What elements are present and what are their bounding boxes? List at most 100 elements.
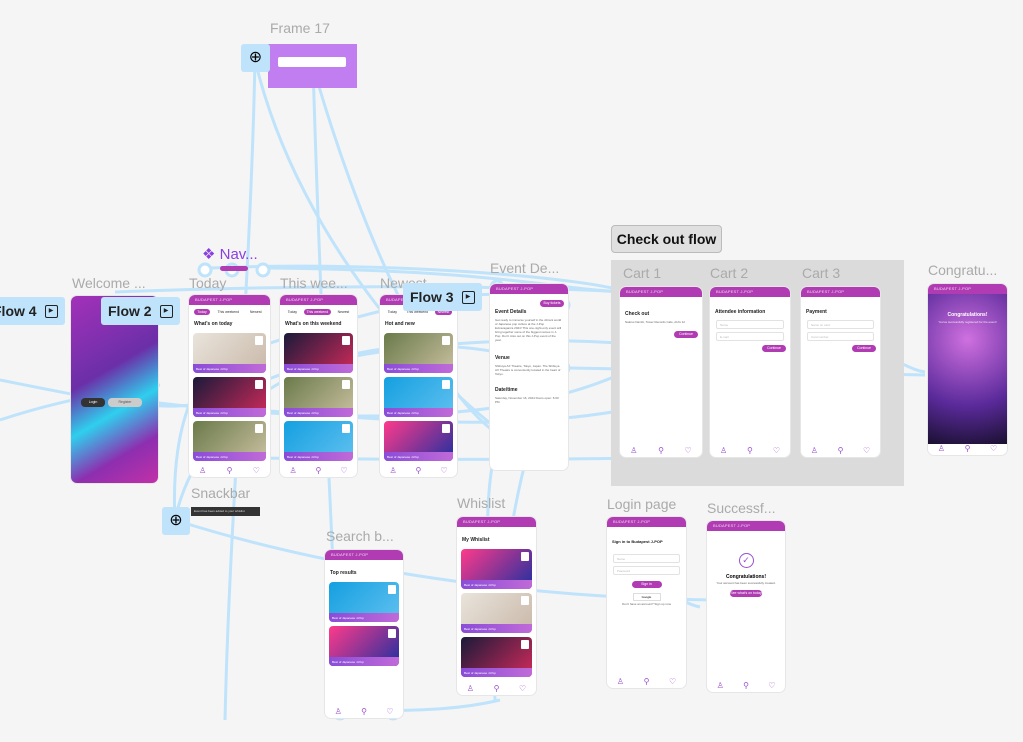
continue-button[interactable]: Continue (674, 331, 698, 338)
profile-icon[interactable]: ♙ (199, 466, 207, 475)
search-icon[interactable]: ⚲ (226, 466, 233, 475)
play-icon: ▶ (44, 304, 58, 318)
email-input[interactable]: E-mail (716, 332, 784, 341)
date-badge (442, 336, 450, 345)
heart-icon[interactable]: ♡ (684, 446, 692, 455)
continue-button[interactable]: Continue (852, 345, 876, 352)
heart-icon[interactable]: ♡ (669, 677, 677, 686)
event-card[interactable]: Best of Japanese J-Pop (193, 333, 266, 373)
login-screen[interactable]: BUDAPEST J-POP Sign in to Budapest J-POP… (607, 517, 686, 688)
heart-icon[interactable]: ♡ (863, 446, 871, 455)
sign-in-button[interactable]: Sign in (631, 581, 662, 588)
tab-0[interactable]: Today (387, 310, 398, 314)
event-card[interactable]: Best of Japanese J-Pop (461, 549, 532, 589)
profile-icon[interactable]: ♙ (630, 446, 638, 455)
heart-icon[interactable]: ♡ (772, 446, 780, 455)
card-name-input[interactable]: Name on card (807, 320, 874, 329)
name-input[interactable]: Name (716, 320, 784, 329)
profile-icon[interactable]: ♙ (616, 677, 624, 686)
login-button[interactable]: Login (81, 398, 105, 407)
event-card[interactable]: Best of Japanese J-Pop (384, 421, 453, 461)
frame-17[interactable] (268, 44, 357, 88)
event-card[interactable]: Best of Japanese J-Pop (284, 377, 353, 417)
flow-start-icon[interactable]: ⊕ (162, 507, 190, 535)
event-card[interactable]: Best of Japanese J-Pop (461, 593, 532, 633)
success-screen[interactable]: BUDAPEST J-POP ✓ Congratulations! Your a… (707, 521, 785, 692)
see-today-button[interactable]: See what's on today (730, 590, 762, 597)
section-heading: Top results (330, 570, 357, 576)
event-card[interactable]: Best of Japanese J-Pop (329, 582, 399, 622)
profile-icon[interactable]: ♙ (810, 446, 818, 455)
search-icon[interactable]: ⚲ (315, 466, 322, 475)
event-card[interactable]: Best of Japanese J-Pop (193, 377, 266, 417)
tab-1[interactable]: This weekend (303, 309, 332, 315)
register-button[interactable]: Register (108, 398, 142, 407)
search-icon[interactable]: ⚲ (837, 446, 844, 455)
congratulations-screen[interactable]: BUDAPEST J-POP Congratulations! You've s… (928, 284, 1007, 455)
search-icon[interactable]: ⚲ (493, 684, 500, 693)
tab-1[interactable]: This weekend (217, 310, 240, 314)
tab-0[interactable]: Today (287, 310, 298, 314)
event-card[interactable]: Best of Japanese J-Pop (384, 377, 453, 417)
profile-icon[interactable]: ♙ (937, 444, 945, 453)
tab-2[interactable]: Newest (249, 310, 262, 314)
card-number-input[interactable]: Card number (807, 332, 874, 341)
app-header: BUDAPEST J-POP (280, 295, 357, 305)
event-card[interactable]: Best of Japanese J-Pop (384, 333, 453, 373)
search-icon[interactable]: ⚲ (964, 444, 971, 453)
search-icon[interactable]: ⚲ (415, 466, 422, 475)
heart-icon[interactable]: ♡ (519, 684, 527, 693)
profile-icon[interactable]: ♙ (716, 681, 724, 690)
flow-3-badge[interactable]: Flow 3▶ (403, 283, 482, 311)
tab-1[interactable]: This weekend (406, 310, 429, 314)
tab-0[interactable]: Today (194, 309, 210, 315)
event-card[interactable]: Best of Japanese J-Pop (193, 421, 266, 461)
profile-icon[interactable]: ♙ (289, 466, 297, 475)
event-card[interactable]: Best of Japanese J-Pop (461, 637, 532, 677)
heart-icon[interactable]: ♡ (440, 466, 448, 475)
heart-icon[interactable]: ♡ (990, 444, 998, 453)
heart-icon[interactable]: ♡ (340, 466, 348, 475)
password-input[interactable]: Password (613, 566, 680, 575)
tab-2[interactable]: Newest (434, 309, 453, 315)
profile-icon[interactable]: ♙ (389, 466, 397, 475)
event-card[interactable]: Best of Japanese J-Pop (329, 626, 399, 666)
frame-label: Cart 1 (623, 265, 662, 281)
search-icon[interactable]: ⚲ (643, 677, 650, 686)
search-icon[interactable]: ⚲ (361, 707, 367, 716)
profile-icon[interactable]: ♙ (334, 707, 342, 716)
flow-start-icon[interactable]: ⊕ (241, 44, 270, 72)
cart-2-screen[interactable]: BUDAPEST J-POP Attendee information Name… (710, 287, 790, 457)
flow-2-badge[interactable]: Flow 2▶ (101, 297, 180, 325)
search-icon[interactable]: ⚲ (658, 446, 664, 455)
heart-icon[interactable]: ♡ (768, 681, 776, 690)
event-card[interactable]: Best of Japanese J-Pop (284, 421, 353, 461)
search-icon[interactable]: ⚲ (747, 446, 753, 455)
frame-label: Snackbar (191, 485, 251, 501)
checkout-flow-section-label[interactable]: Check out flow (611, 225, 722, 253)
welcome-screen[interactable]: Login Register (71, 296, 158, 483)
heart-icon[interactable]: ♡ (386, 707, 394, 716)
sign-up-link[interactable]: Don't have an account? Sign up now (622, 602, 671, 606)
nav-component[interactable] (220, 266, 248, 271)
event-card[interactable]: Best of Japanese J-Pop (284, 333, 353, 373)
search-icon[interactable]: ⚲ (743, 681, 749, 690)
profile-icon[interactable]: ♙ (719, 446, 728, 455)
cart-3-screen[interactable]: BUDAPEST J-POP Payment Name on card Card… (801, 287, 880, 457)
google-signin-button[interactable]: Google (632, 593, 661, 601)
event-details-screen[interactable]: BUDAPEST J-POP Buy tickets Event Details… (490, 284, 568, 470)
heart-icon[interactable]: ♡ (252, 466, 260, 475)
continue-button[interactable]: Continue (762, 345, 786, 352)
bottom-nav: ♙ ⚲ ♡ (707, 681, 785, 690)
cart-1-screen[interactable]: BUDAPEST J-POP Check out Nakrus Dambi, T… (620, 287, 702, 457)
name-input[interactable]: Name (613, 554, 680, 563)
flow-4-badge[interactable]: Flow 4▶ (0, 297, 65, 325)
buy-tickets-button[interactable]: Buy tickets (540, 300, 564, 307)
profile-icon[interactable]: ♙ (466, 684, 474, 693)
tab-2[interactable]: Newest (337, 310, 350, 314)
